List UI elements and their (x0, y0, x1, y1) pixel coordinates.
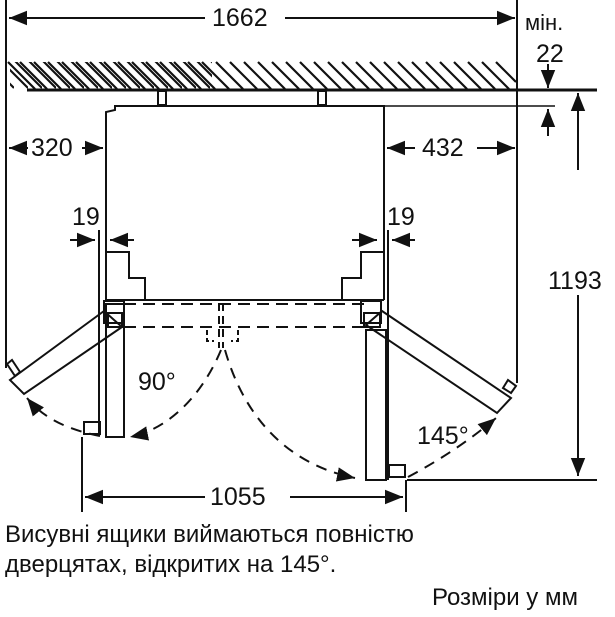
dim-right-door-offset: 19 (387, 203, 415, 231)
note-line-1: Висувні ящики виймаються повністю (5, 521, 414, 548)
note-line-2: дверцятах, відкритих на 145°. (5, 551, 337, 578)
dim-right-clearance: 432 (422, 134, 464, 162)
units-note: Розміри у мм (432, 584, 578, 611)
dim-min-label: мін. (525, 10, 564, 35)
dim-min-gap: 22 (536, 40, 564, 68)
angle-left-door: 90° (138, 368, 176, 396)
wall (7, 61, 597, 92)
dim-total-width: 1662 (212, 4, 268, 32)
dim-left-clearance: 320 (31, 134, 73, 162)
angle-right-door: 145° (417, 422, 469, 450)
dim-swing-width: 1055 (210, 483, 266, 511)
dim-depth: 1193 (548, 267, 602, 295)
dim-left-door-offset: 19 (72, 203, 100, 231)
